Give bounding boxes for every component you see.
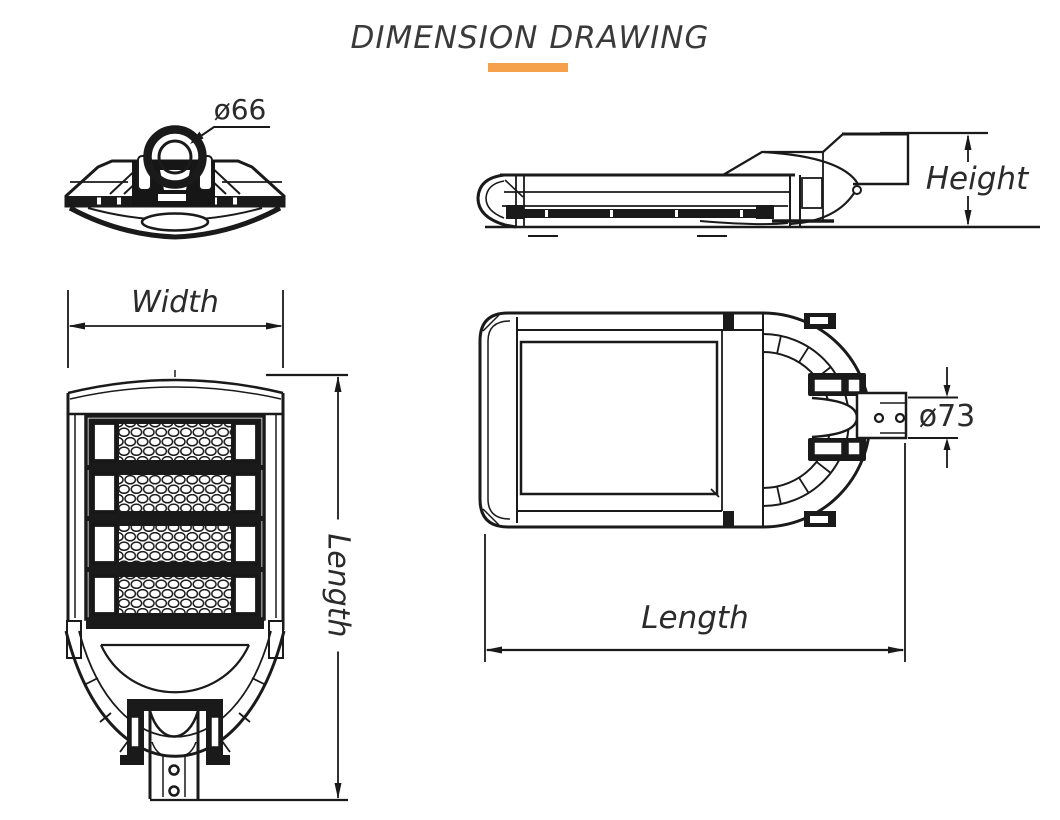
plan-view-diameter-label: ø73 [914, 400, 980, 433]
title-underline [488, 63, 568, 72]
side-view-height-label: Height [916, 162, 1038, 196]
plan-view-drawing [478, 311, 958, 662]
front-view-length-label: Length [321, 519, 356, 652]
front-view-width-label: Width [131, 285, 219, 320]
end-view-drawing [64, 125, 286, 240]
plan-view-length-label: Length [641, 600, 749, 636]
side-view-drawing [476, 131, 1040, 237]
page-title: DIMENSION DRAWING [350, 20, 710, 56]
front-view-drawing [64, 290, 348, 802]
end-view-diameter-label: ø66 [213, 93, 267, 126]
